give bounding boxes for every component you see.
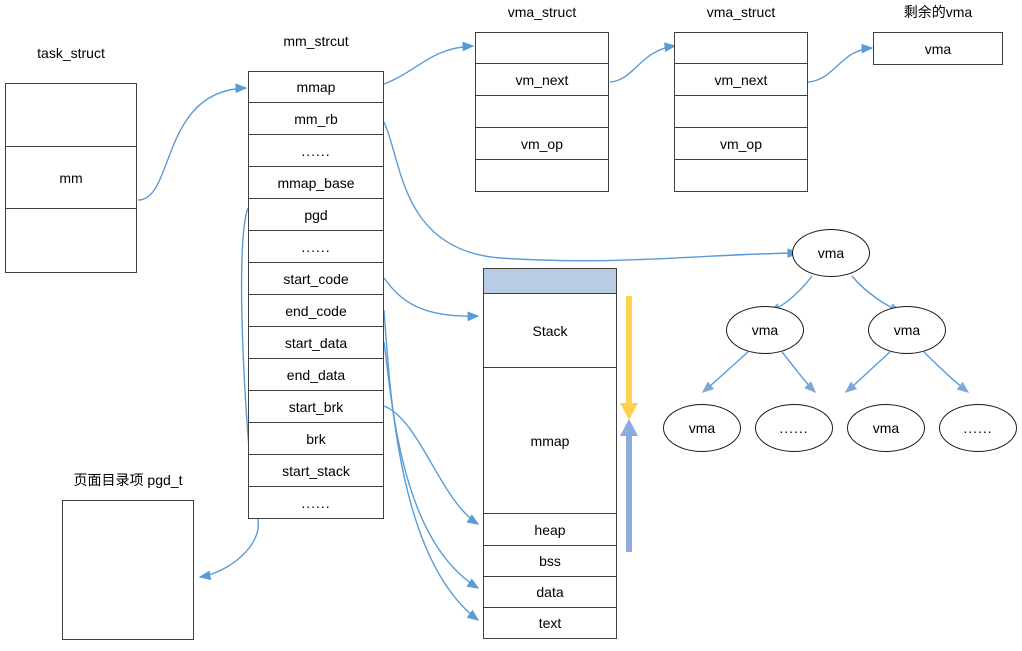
vma-tree-root: vma: [792, 229, 870, 277]
mm-field-start-stack: start_stack: [248, 455, 384, 487]
vma2-row-vm-op: vm_op: [674, 128, 808, 160]
remaining-vma-box: vma: [873, 32, 1003, 65]
vma2-row-empty: [674, 32, 808, 64]
pgd-box: [62, 500, 194, 640]
task-struct-title: task_struct: [37, 45, 105, 61]
vma-struct-2-box: vm_next vm_op: [674, 32, 808, 192]
tree-edge-l2a-left: [701, 351, 749, 393]
mm-field-start-code: start_code: [248, 263, 384, 295]
mm-field-end-data: end_data: [248, 359, 384, 391]
task-struct-row: [5, 209, 137, 273]
mm-field-end-code: end_code: [248, 295, 384, 327]
mem-row-bss: bss: [483, 546, 617, 577]
mm-field-mmap-base: mmap_base: [248, 167, 384, 199]
vma1-row-vm-op: vm_op: [475, 128, 609, 160]
pgd-title: 页面目录项 pgd_t: [73, 472, 183, 488]
mem-row-mmap: mmap: [483, 368, 617, 514]
mem-row-data: data: [483, 577, 617, 608]
vma-struct-1-box: vm_next vm_op: [475, 32, 609, 192]
vma-tree-l2-left: vma: [726, 306, 804, 354]
tree-edge-l2b-left: [844, 351, 891, 393]
up-arrow-blue: [620, 419, 638, 552]
vma1-row-empty: [475, 32, 609, 64]
arrow-mmap-to-vma1: [383, 41, 475, 85]
vma-tree-l3-1: vma: [663, 404, 741, 452]
vma1-row-vm-next: vm_next: [475, 64, 609, 96]
mm-field-ellipsis: ......: [248, 487, 384, 519]
vma-tree-l2-right: vma: [868, 306, 946, 354]
arrow-to-heap: [383, 405, 480, 525]
mem-row-stack: Stack: [483, 294, 617, 368]
arrow-to-text: [383, 309, 480, 621]
vma1-row-empty: [475, 160, 609, 192]
mem-row-text: text: [483, 608, 617, 639]
task-struct-row-mm: mm: [5, 147, 137, 209]
mm-field-mm-rb: mm_rb: [248, 103, 384, 135]
vma2-row-empty: [674, 96, 808, 128]
down-arrow-yellow: [620, 296, 638, 420]
vma-tree-l3-3: vma: [847, 404, 925, 452]
memory-layout-box: Stack mmap heap bss data text: [483, 268, 617, 639]
vma-tree-l3-2: ......: [755, 404, 833, 452]
vma-tree-l3-4: ......: [939, 404, 1017, 452]
tree-edge-l2b-right: [923, 351, 970, 393]
vma-struct-1-title: vma_struct: [507, 4, 577, 20]
task-struct-box: mm: [5, 83, 137, 273]
arrow-to-data: [383, 341, 480, 589]
remaining-vma-title: 剩余的vma: [903, 4, 973, 20]
mm-struct-box: mmap mm_rb ...... mmap_base pgd ...... s…: [248, 71, 384, 519]
mm-field-start-brk: start_brk: [248, 391, 384, 423]
vma-struct-2-title: vma_struct: [706, 4, 776, 20]
mem-row-heap: heap: [483, 514, 617, 546]
arrow-to-stack: [383, 277, 480, 322]
mm-field-ellipsis: ......: [248, 135, 384, 167]
mm-field-start-data: start_data: [248, 327, 384, 359]
task-struct-row: [5, 83, 137, 147]
vma1-row-empty: [475, 96, 609, 128]
mem-row-top-reserved: [483, 268, 617, 294]
vma2-row-empty: [674, 160, 808, 192]
arrow-mm-to-mmstruct: [137, 83, 248, 201]
arrow-vmnext1-to-vma2: [609, 42, 677, 83]
mm-field-brk: brk: [248, 423, 384, 455]
arrow-vmnext2-to-remaining: [807, 43, 874, 83]
mm-struct-title: mm_strcut: [283, 33, 349, 49]
mm-field-mmap: mmap: [248, 71, 384, 103]
tree-edge-l2a-right: [781, 351, 816, 393]
mm-field-ellipsis: ......: [248, 231, 384, 263]
vma2-row-vm-next: vm_next: [674, 64, 808, 96]
mm-field-pgd: pgd: [248, 199, 384, 231]
